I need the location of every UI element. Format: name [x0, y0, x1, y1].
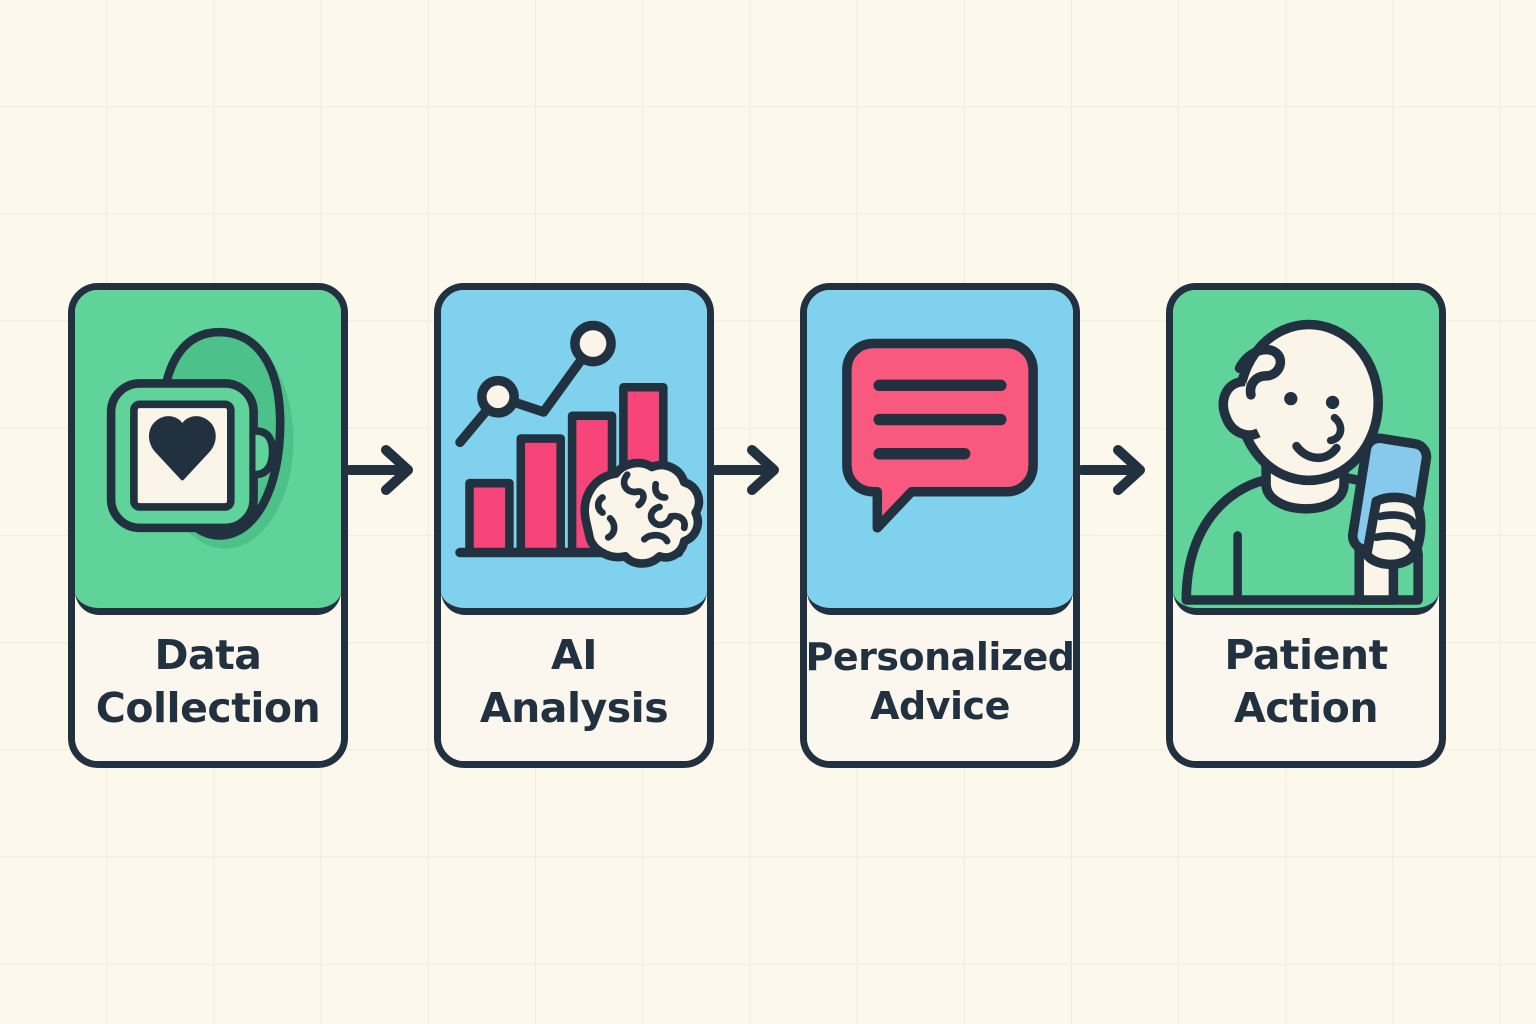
label-panel-personalized-advice: Personalized Advice [807, 615, 1073, 761]
smartwatch-heart-icon [106, 327, 294, 549]
step-card-data-collection[interactable]: Data Collection [68, 283, 348, 768]
icon-panel-patient-action [1173, 290, 1439, 615]
arrow-step3-to-step4 [1080, 440, 1156, 500]
step-card-patient-action[interactable]: Patient Action [1166, 283, 1446, 768]
bar-chart-brain-icon [455, 320, 704, 568]
patient-with-phone-icon [1181, 319, 1432, 605]
arrow-step1-to-step2 [348, 440, 424, 500]
label-panel-ai-analysis: AI Analysis [441, 615, 707, 761]
step-label-personalized-advice: Personalized Advice [805, 634, 1075, 728]
step-label-ai-analysis: AI Analysis [479, 630, 669, 732]
icon-panel-data-collection [75, 290, 341, 615]
arrow-right-icon [714, 445, 779, 495]
step-card-personalized-advice[interactable]: Personalized Advice [800, 283, 1080, 768]
arrow-step2-to-step3 [714, 440, 790, 500]
label-panel-patient-action: Patient Action [1173, 615, 1439, 761]
arrow-right-icon [1080, 445, 1145, 495]
icon-panel-personalized-advice [807, 290, 1073, 615]
label-panel-data-collection: Data Collection [75, 615, 341, 761]
arrow-right-icon [348, 445, 413, 495]
speech-bubble-icon [842, 338, 1038, 533]
step-card-ai-analysis[interactable]: AI Analysis [434, 283, 714, 768]
step-label-data-collection: Data Collection [95, 630, 321, 732]
step-label-patient-action: Patient Action [1224, 630, 1388, 732]
icon-panel-ai-analysis [441, 290, 707, 615]
